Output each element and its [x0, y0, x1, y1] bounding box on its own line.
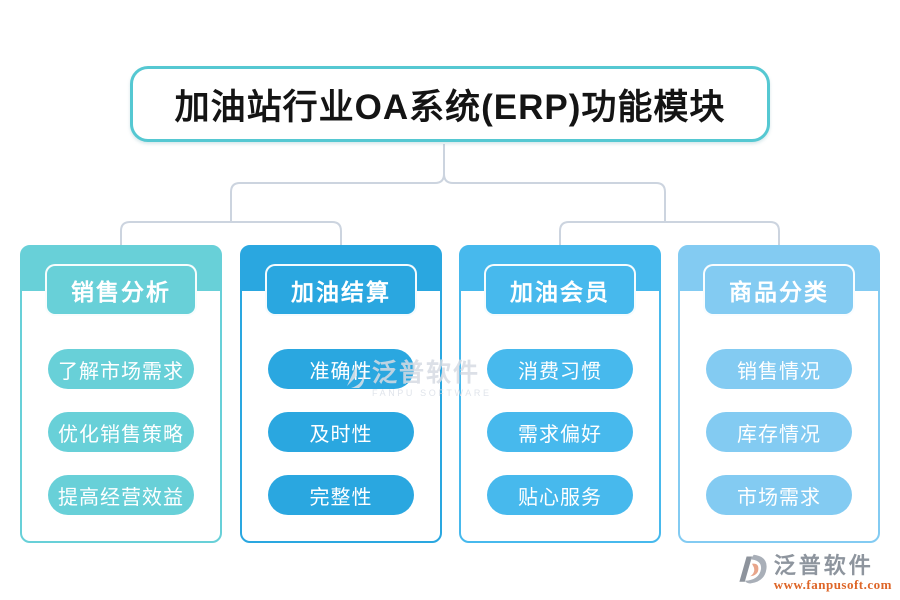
feature-item: 贴心服务	[487, 475, 633, 515]
module-column-refuel-members: 加油会员 消费习惯 需求偏好 贴心服务	[459, 245, 661, 543]
feature-item: 销售情况	[706, 349, 852, 389]
page-title: 加油站行业OA系统(ERP)功能模块	[174, 87, 726, 127]
feature-item: 消费习惯	[487, 349, 633, 389]
feature-item: 提高经营效益	[48, 475, 194, 515]
brand-url: www.fanpusoft.com	[773, 576, 892, 592]
feature-item: 完整性	[268, 475, 414, 515]
feature-item: 需求偏好	[487, 412, 633, 452]
brand-name: 泛普软件	[773, 552, 874, 578]
column-header: 商品分类	[703, 264, 855, 316]
feature-item: 库存情况	[706, 412, 852, 452]
feature-item: 优化销售策略	[48, 412, 194, 452]
feature-item: 了解市场需求	[48, 349, 194, 389]
feature-item: 及时性	[268, 412, 414, 452]
module-column-refuel-settlement: 加油结算 准确性 及时性 完整性	[240, 245, 442, 543]
column-header: 销售分析	[45, 264, 197, 316]
diagram-title-box: 加油站行业OA系统(ERP)功能模块	[130, 66, 770, 142]
feature-item: 市场需求	[706, 475, 852, 515]
feature-item: 准确性	[268, 349, 414, 389]
module-column-product-categories: 商品分类 销售情况 库存情况 市场需求	[678, 245, 880, 543]
fanpu-logo-icon	[734, 551, 770, 594]
column-header: 加油结算	[265, 264, 417, 316]
column-header: 加油会员	[484, 264, 636, 316]
footer-brand: 泛普软件 www.fanpusoft.com	[734, 551, 892, 594]
module-column-sales-analysis: 销售分析 了解市场需求 优化销售策略 提高经营效益	[20, 245, 222, 543]
